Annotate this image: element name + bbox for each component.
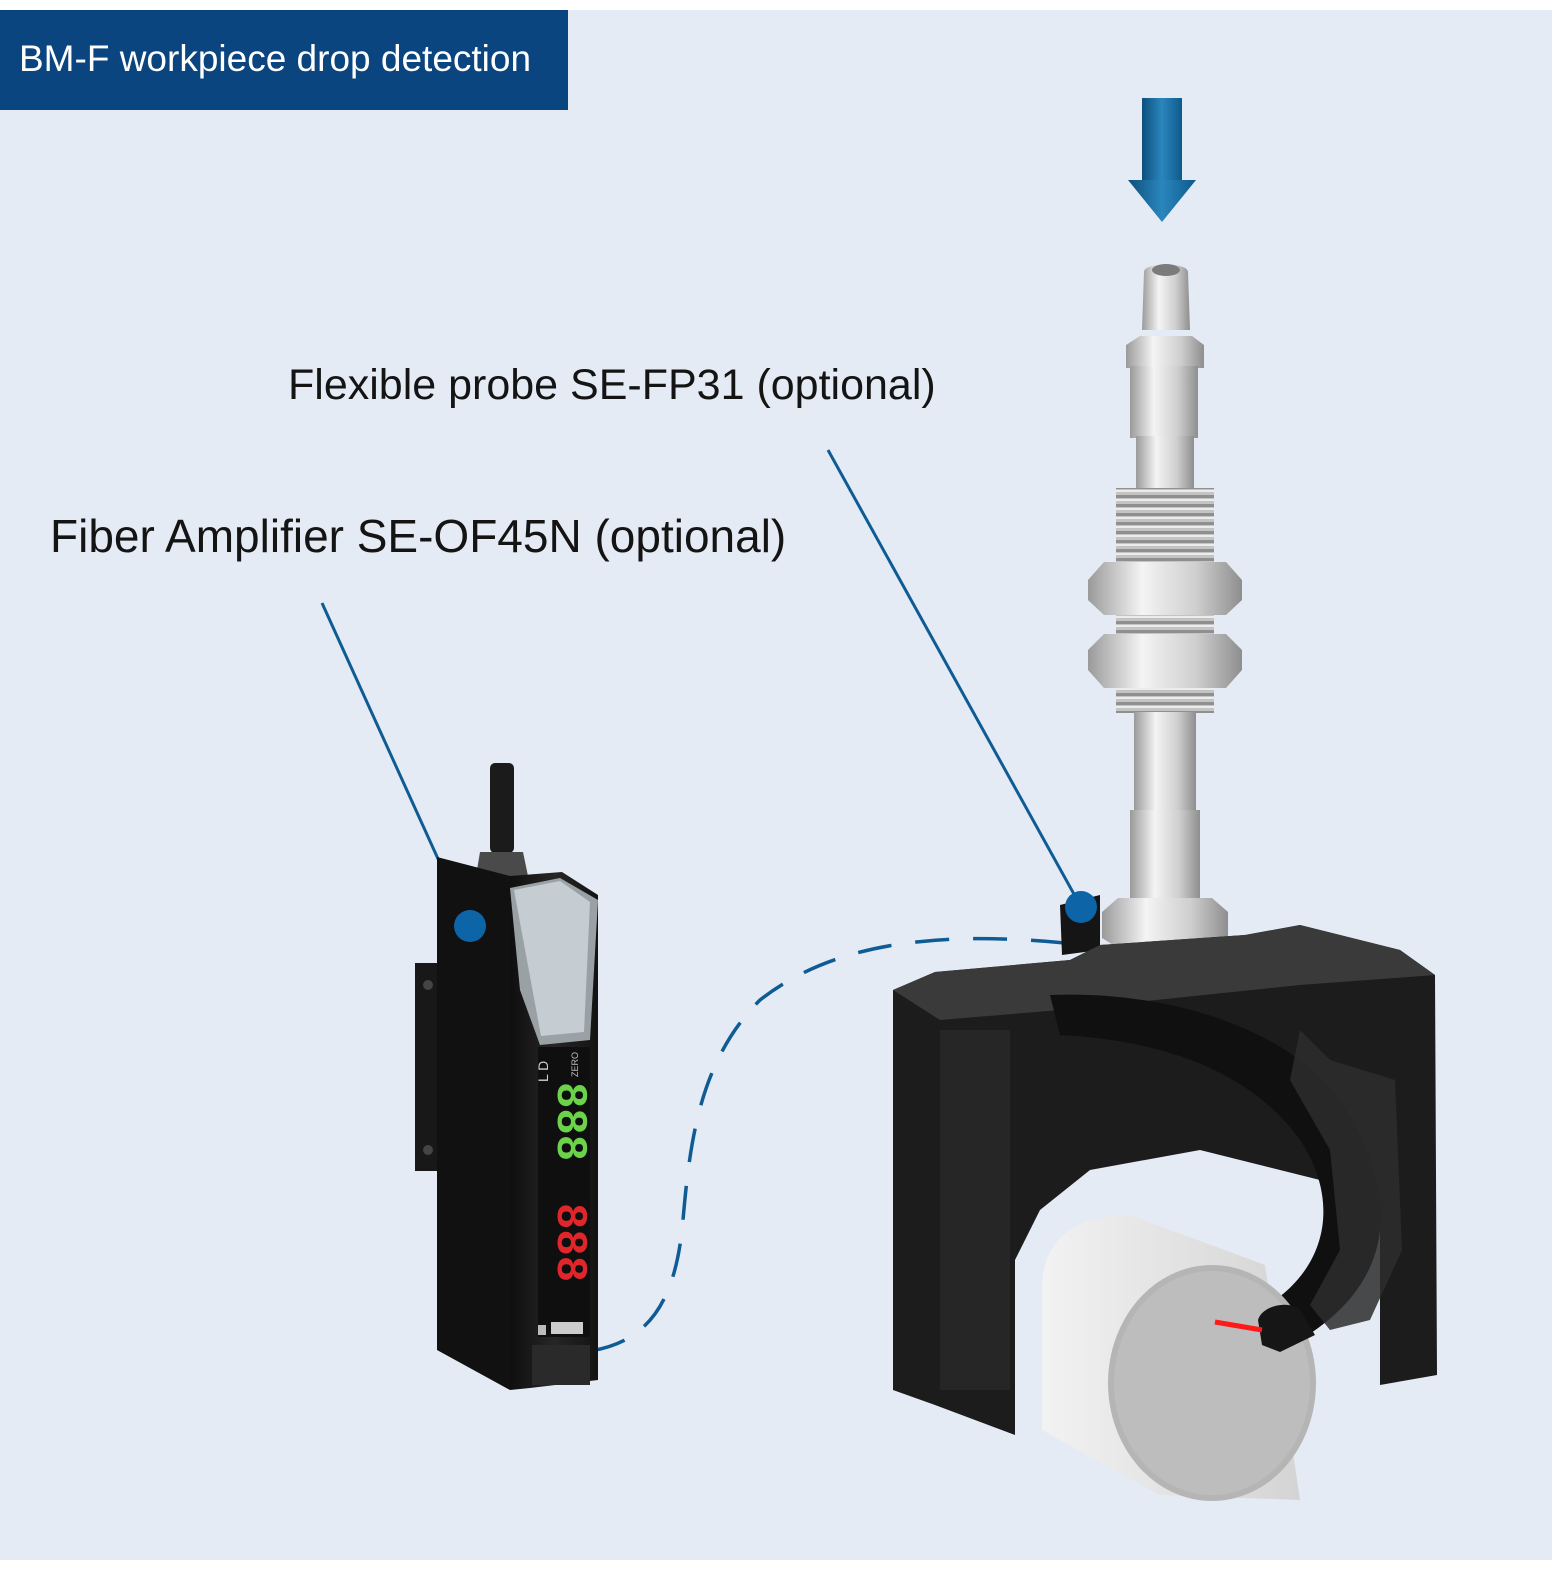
zero-key-label: ZERO: [570, 1052, 580, 1077]
amplifier-label: Fiber Amplifier SE-OF45N (optional): [50, 510, 786, 562]
probe-label: Flexible probe SE-FP31 (optional): [288, 360, 936, 410]
probe-marker-dot: [1065, 891, 1097, 923]
workpiece-cylinder: [1042, 1215, 1316, 1501]
amplifier-marker-dot: [454, 910, 486, 942]
red-display: 888: [544, 1203, 594, 1282]
fiber-amplifier-unit: L D ZERO 888 888: [415, 763, 598, 1390]
arrow-down-icon: [1128, 98, 1196, 222]
green-display: 888: [544, 1082, 594, 1161]
probe-leader-line: [828, 450, 1080, 905]
flexible-probe: [1088, 264, 1242, 948]
mode-letters: L D: [535, 1061, 551, 1082]
